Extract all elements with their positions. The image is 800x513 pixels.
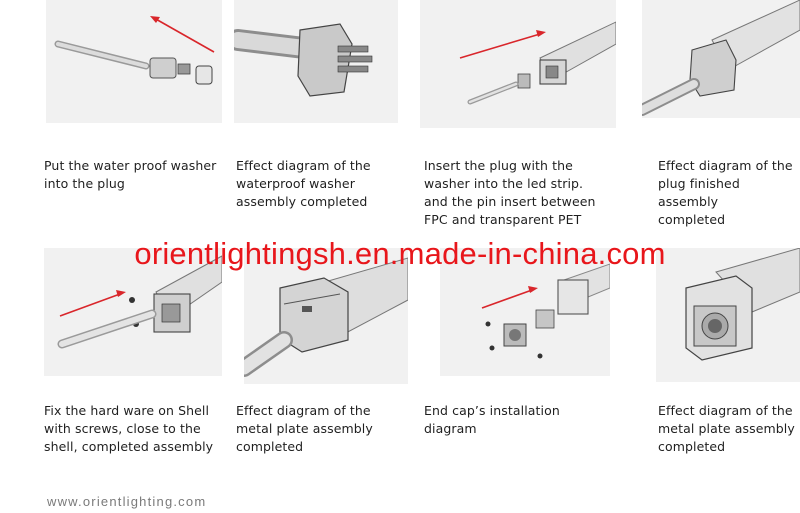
step-8-caption: Effect diagram of the metal plate assemb… — [658, 403, 795, 454]
step-5-image — [44, 248, 222, 376]
step-8-image — [656, 248, 800, 382]
step-4-caption: Effect diagram of the plug finished asse… — [658, 158, 793, 227]
step-3-image — [420, 0, 616, 128]
step-3-caption: Insert the plug with the washer into the… — [424, 158, 596, 227]
step-2-caption: Effect diagram of the waterproof washer … — [236, 158, 371, 209]
step-7-image — [440, 248, 610, 376]
step-6-image — [244, 248, 408, 384]
step-6-caption: Effect diagram of the metal plate assemb… — [236, 403, 373, 454]
footer-website: www.orientlighting.com — [47, 494, 207, 509]
step-2-image — [234, 0, 398, 123]
watermark-text: orientlightingsh.en.made-in-china.com — [134, 236, 666, 271]
step-1-caption: Put the water proof washer into the plug — [44, 158, 217, 191]
step-5-caption: Fix the hard ware on Shell with screws, … — [44, 403, 214, 454]
step-1-image — [46, 0, 222, 123]
step-7-caption: End cap’s installation diagram — [424, 403, 560, 436]
step-4-image — [642, 0, 800, 118]
